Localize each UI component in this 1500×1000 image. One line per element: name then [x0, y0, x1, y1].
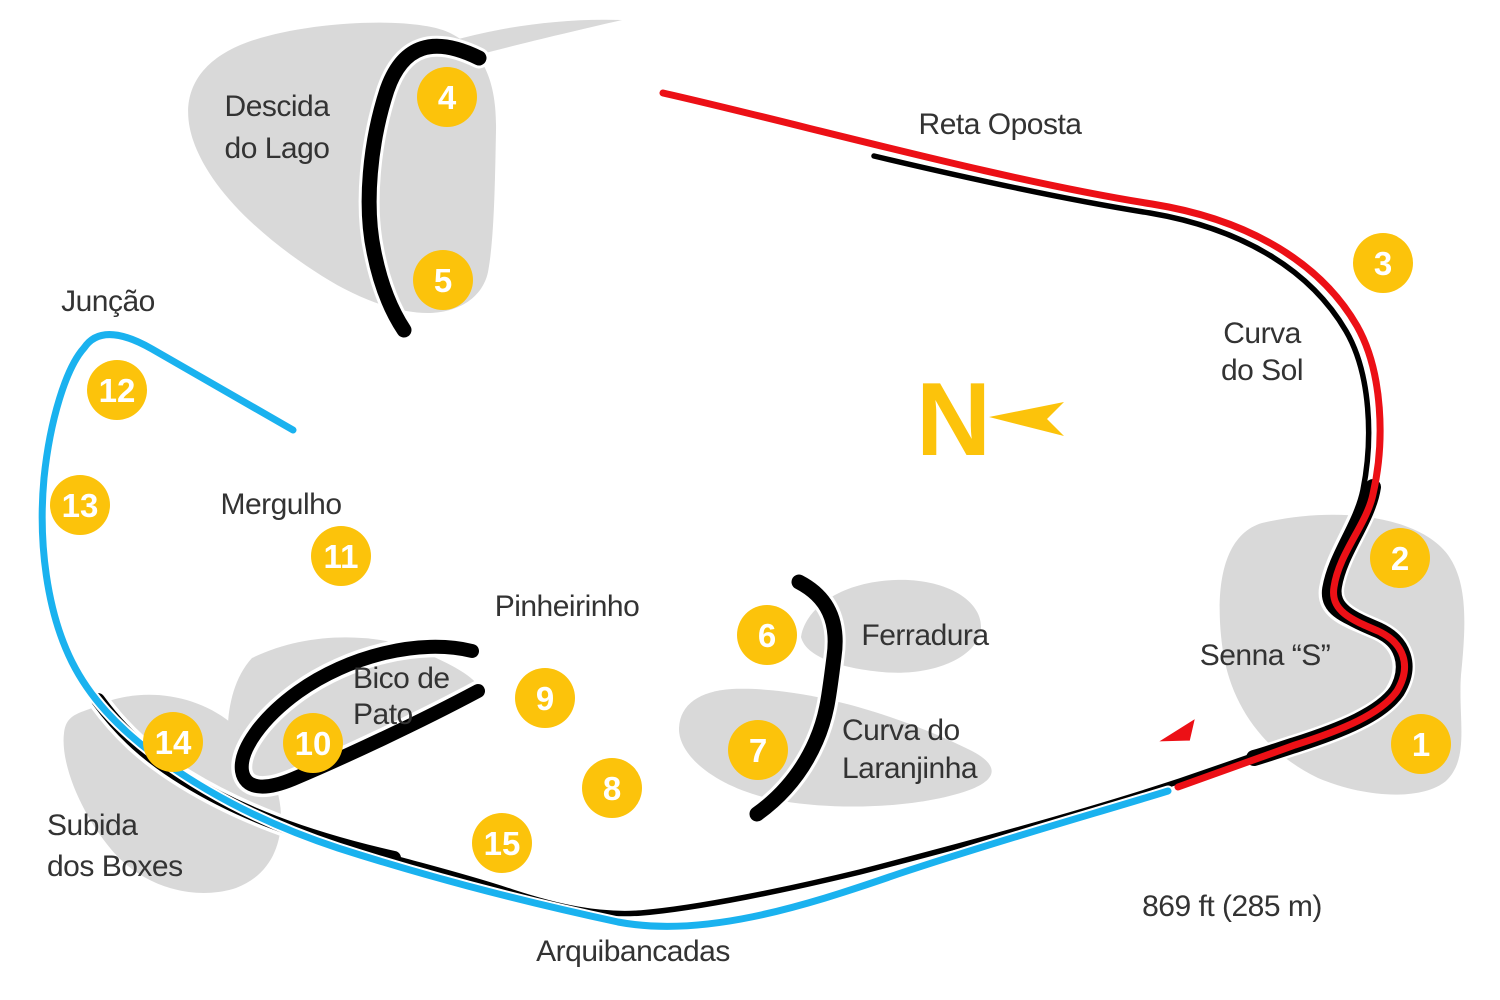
label-curva-do-laranjinha-line1: Curva do [842, 714, 960, 747]
runoff-subida-dos-boxes [63, 694, 282, 893]
turn-marker-12: 12 [87, 360, 147, 420]
sector3-line [38, 331, 1172, 930]
turn-marker-8: 8 [582, 758, 642, 818]
turn-marker-15-number: 15 [484, 825, 521, 862]
turn-marker-11-circle [311, 526, 371, 586]
turn-marker-3-number: 3 [1374, 245, 1392, 282]
turn-marker-10-number: 10 [295, 725, 332, 762]
turn-marker-6-circle [737, 605, 797, 665]
label-descida-do-lago-line2: do Lago [225, 132, 330, 165]
turn-marker-2-number: 2 [1391, 540, 1409, 577]
corner-ferradura-laranjinha [749, 574, 843, 822]
turn-marker-2: 2 [1370, 528, 1430, 588]
turn-marker-9-number: 9 [536, 680, 554, 717]
turn-marker-8-number: 8 [603, 770, 621, 807]
start-direction-arrow [1152, 714, 1199, 745]
corner-bico-de-pato [234, 639, 485, 794]
turn-marker-12-number: 12 [99, 372, 136, 409]
turn-marker-3-circle [1353, 233, 1413, 293]
turn-marker-13-number: 13 [62, 487, 99, 524]
turn-marker-5: 5 [413, 250, 473, 310]
turn-marker-1-circle [1391, 714, 1451, 774]
turn-marker-7-circle [728, 720, 788, 780]
sector1-line [659, 89, 1408, 791]
label-reta-oposta: Reta Oposta [919, 108, 1083, 141]
label-subida-dos-boxes-line1: Subida [47, 809, 138, 842]
turn-marker-1-number: 1 [1412, 726, 1430, 763]
compass: N [916, 362, 1064, 478]
runoff-ferradura [801, 579, 982, 673]
runoff-descida-tail [455, 19, 622, 55]
compass-n-letter: N [916, 362, 991, 478]
turn-marker-4-number: 4 [438, 79, 457, 116]
turn-marker-14: 14 [143, 712, 203, 772]
label-bico-de-pato-line2: Pato [353, 698, 413, 731]
turn-marker-13-circle [50, 475, 110, 535]
turn-marker-12-circle [87, 360, 147, 420]
turn-marker-2-circle [1370, 528, 1430, 588]
turn-marker-4: 4 [417, 67, 477, 127]
label-curva-do-sol-line1: Curva [1223, 317, 1301, 350]
compass-west-arrow-icon [989, 402, 1064, 436]
turn-marker-14-number: 14 [155, 724, 192, 761]
turn-marker-6: 6 [737, 605, 797, 665]
turn-marker-10-circle [283, 713, 343, 773]
label-ferradura: Ferradura [861, 619, 989, 652]
label-curva-do-laranjinha-line2: Laranjinha [842, 752, 978, 785]
turn-marker-15: 15 [472, 813, 532, 873]
turn-marker-5-number: 5 [434, 262, 452, 299]
turn-marker-3: 3 [1353, 233, 1413, 293]
corner-descida-do-lago [361, 38, 487, 338]
turn-marker-11: 11 [311, 526, 371, 586]
turn-marker-10: 10 [283, 713, 343, 773]
turn-marker-7: 7 [728, 720, 788, 780]
turn-marker-5-circle [413, 250, 473, 310]
label-subida-dos-boxes-line2: dos Boxes [47, 850, 183, 883]
turn-marker-13: 13 [50, 475, 110, 535]
label-juncao: Junção [61, 285, 155, 318]
turn-marker-11-number: 11 [324, 538, 359, 575]
turn-marker-1: 1 [1391, 714, 1451, 774]
label-curva-do-sol-line2: do Sol [1221, 354, 1303, 387]
turn-marker-15-circle [472, 813, 532, 873]
turn-marker-14-circle [143, 712, 203, 772]
turn-markers: 1 2 3 4 5 6 7 8 [50, 67, 1451, 873]
label-pinheirinho: Pinheirinho [495, 590, 640, 623]
label-descida-do-lago-line1: Descida [225, 90, 331, 123]
label-mergulho: Mergulho [220, 488, 341, 521]
turn-marker-9: 9 [515, 668, 575, 728]
label-arquibancadas: Arquibancadas [536, 935, 730, 968]
turn-marker-7-number: 7 [749, 732, 767, 769]
label-straight-length: 869 ft (285 m) [1142, 890, 1322, 923]
label-senna-s: Senna “S” [1200, 639, 1331, 672]
turn-marker-6-number: 6 [758, 617, 776, 654]
corner-labels: Descida do Lago Reta Oposta Curva do Sol… [47, 90, 1331, 968]
turn-marker-4-circle [417, 67, 477, 127]
turn-marker-8-circle [582, 758, 642, 818]
label-bico-de-pato-line1: Bico de [353, 662, 450, 695]
turn-marker-9-circle [515, 668, 575, 728]
